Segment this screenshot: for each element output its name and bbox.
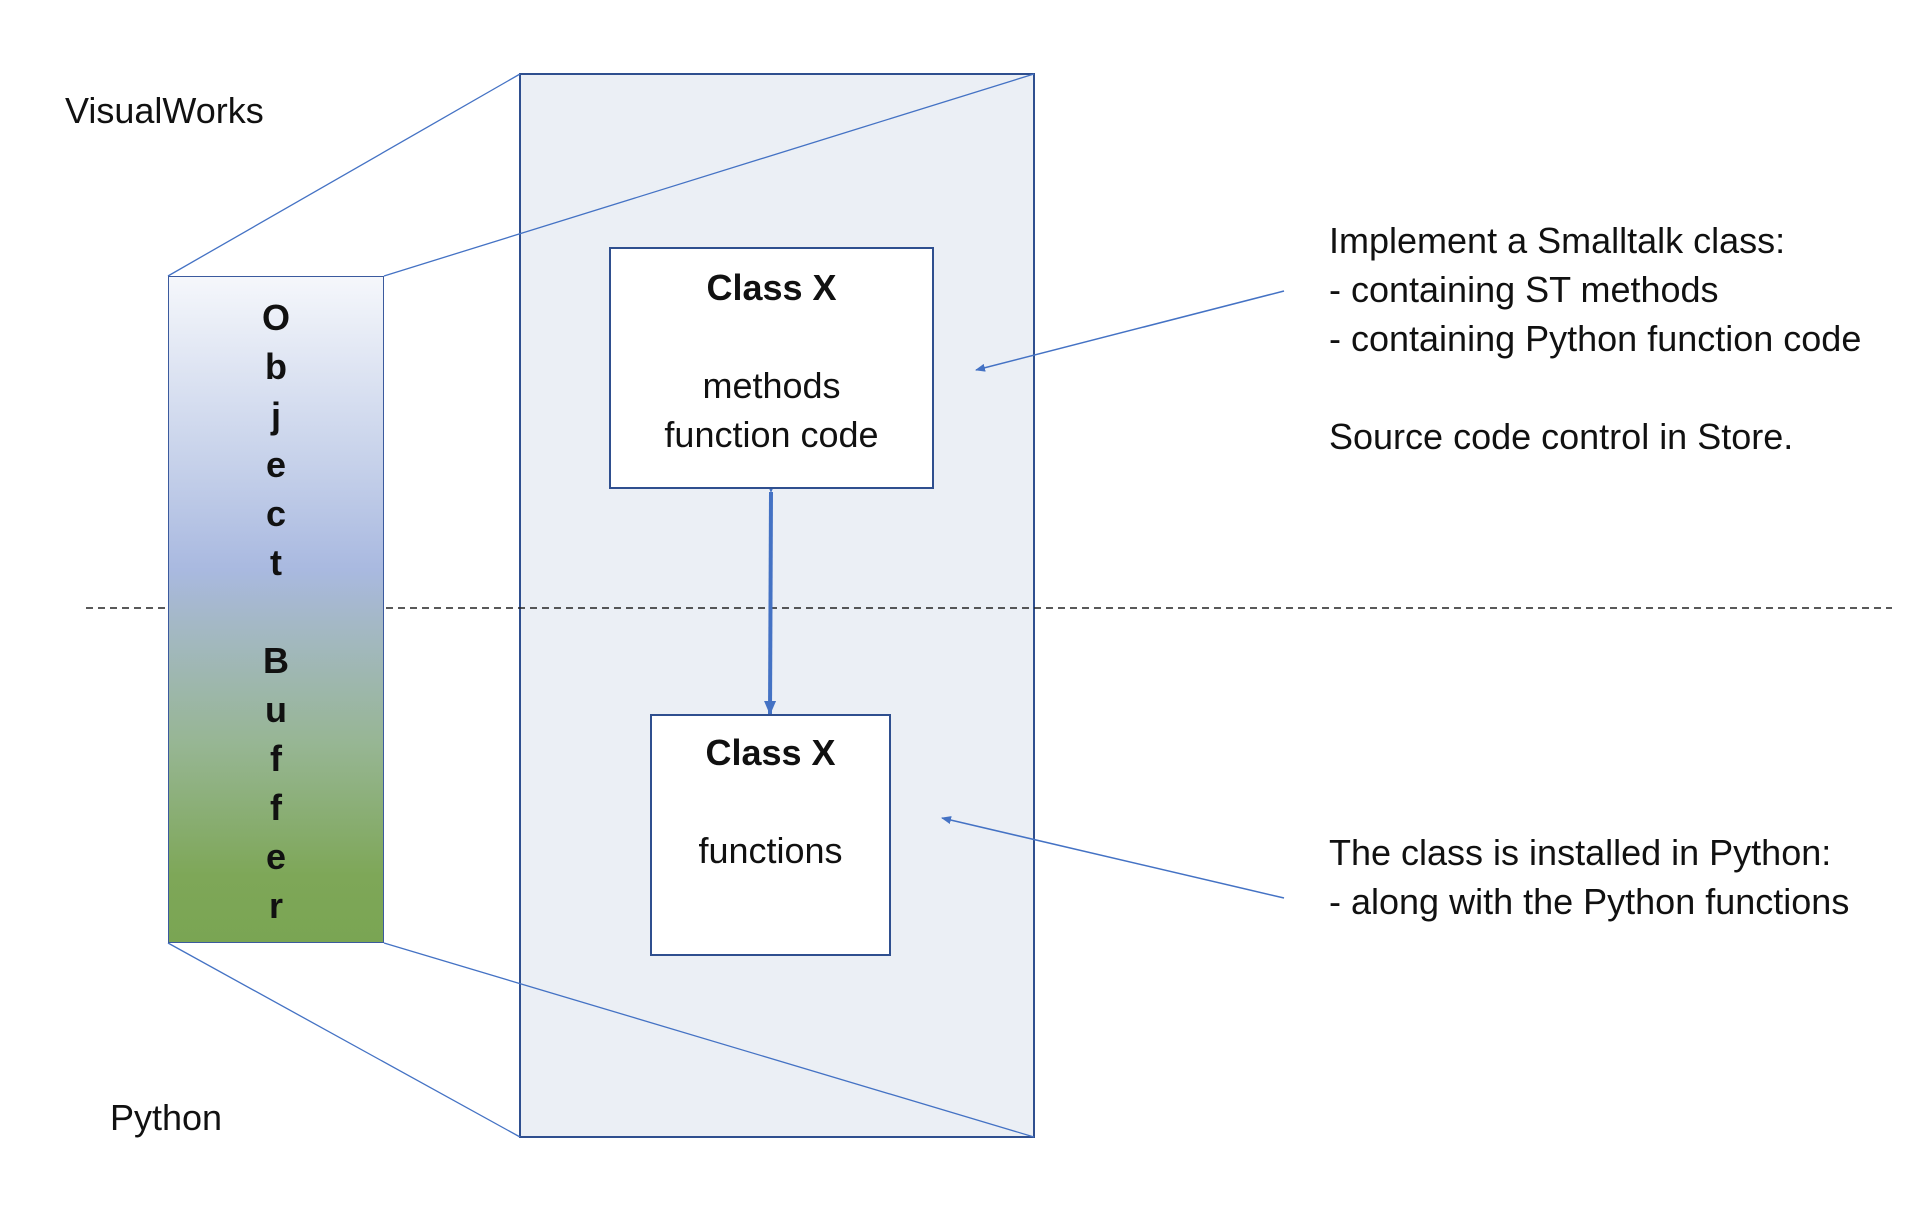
python-note-arrow [941,816,1285,899]
buffer-letter: O [261,297,290,338]
python-class-spacer [652,777,889,826]
buffer-letter: f [270,787,282,828]
buffer-letter [169,587,383,636]
object-buffer-label: O b j e c t B u f f e r [169,293,383,930]
python-class-box: Class X functions [650,714,891,956]
buffer-letter: c [265,493,287,534]
perspective-line-bottom-left [167,942,521,1138]
python-note-line: - along with the Python functions [1329,881,1850,922]
large-panel [519,73,1035,1138]
smalltalk-class-spacer [611,312,932,361]
python-label: Python [110,1097,223,1138]
perspective-line-top-right [383,73,1035,277]
smalltalk-note-line: Implement a Smalltalk class: [1329,220,1786,261]
buffer-letter: B [263,640,289,681]
python-note: The class is installed in Python: - alon… [1329,828,1849,926]
python-class-title: Class X [705,732,836,773]
perspective-line-bottom-right [383,942,1035,1138]
smalltalk-class-box: Class X methods function code [609,247,934,489]
object-buffer: O b j e c t B u f f e r [168,276,384,943]
buffer-letter: b [265,346,287,387]
visualworks-label: VisualWorks [65,90,264,131]
python-class-functions: functions [698,830,843,871]
buffer-letter: t [270,542,282,583]
class-link-arrow [764,478,778,715]
python-note-line: The class is installed in Python: [1329,832,1832,873]
buffer-letter: u [265,689,287,730]
smalltalk-class-function-code: function code [664,414,879,455]
smalltalk-note-arrow [975,290,1285,372]
buffer-letter: e [265,444,287,485]
smalltalk-class-methods: methods [702,365,841,406]
smalltalk-class-title: Class X [706,267,837,308]
smalltalk-note-line: - containing Python function code [1329,318,1862,359]
perspective-line-top-left [167,73,521,277]
buffer-letter: j [270,395,281,436]
smalltalk-note-line: - containing ST methods [1329,269,1719,310]
buffer-letter: f [270,738,282,779]
smalltalk-note-line: Source code control in Store. [1329,416,1794,457]
buffer-letter: e [265,836,287,877]
smalltalk-note: Implement a Smalltalk class: - containin… [1329,216,1861,461]
smalltalk-note-line [1329,363,1861,412]
buffer-letter: r [268,885,283,926]
